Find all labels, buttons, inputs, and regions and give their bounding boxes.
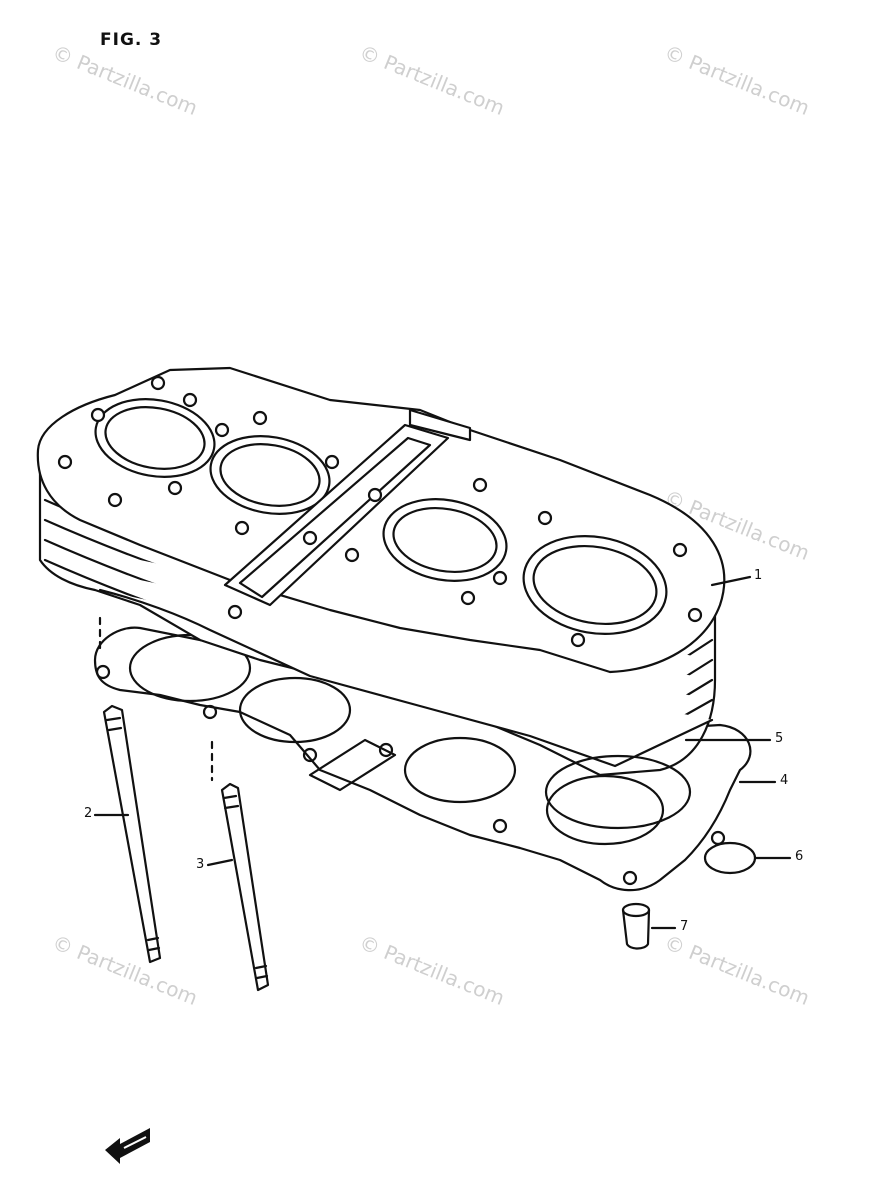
figure-title: FIG. 3 — [100, 30, 163, 50]
fwd-arrow-icon — [105, 1128, 150, 1164]
o-ring-large — [544, 754, 692, 830]
stud-bolt-short — [220, 782, 270, 992]
callout-5: 5 — [775, 731, 784, 746]
dowel-pin — [621, 902, 651, 950]
stud-bolt-long — [102, 704, 162, 964]
callout-6: 6 — [795, 849, 804, 864]
callout-3: 3 — [196, 857, 205, 872]
callout-2: 2 — [84, 806, 93, 821]
o-ring-small — [703, 841, 757, 875]
callout-4: 4 — [780, 773, 789, 788]
callout-1: 1 — [754, 568, 763, 583]
callout-7: 7 — [680, 919, 689, 934]
cylinder-block — [36, 366, 726, 777]
